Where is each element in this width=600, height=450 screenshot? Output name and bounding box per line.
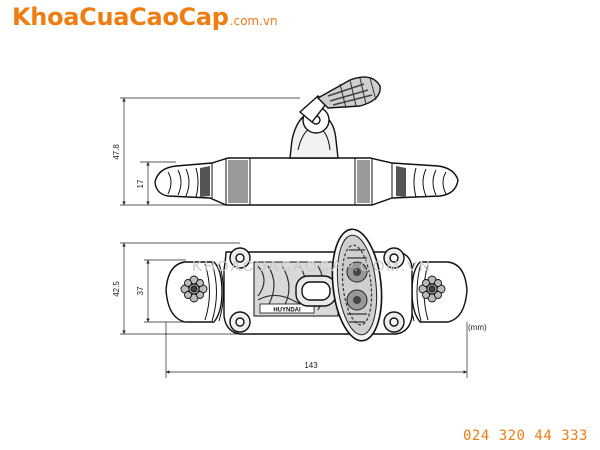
dim-side-base-height: 17 — [136, 179, 145, 188]
brand-logo: KhoaCuaCaoCap .com.vn — [12, 3, 278, 33]
phone-number: 024 320 44 333 — [462, 428, 588, 444]
product-label: HUYNDAI — [273, 308, 301, 314]
side-view — [154, 76, 459, 206]
dim-unit: (mm) — [468, 323, 487, 332]
dim-total-length: 143 — [304, 361, 318, 370]
gear-icon — [331, 228, 383, 342]
dim-top-inner-height: 37 — [136, 286, 145, 295]
dim-top-total-height: 42.5 — [112, 281, 121, 297]
brand-domain: .com.vn — [229, 14, 278, 28]
brand-name: KhoaCuaCaoCap — [12, 3, 229, 31]
rosette-icon — [180, 275, 208, 303]
top-dimensions — [120, 242, 468, 378]
rosette-icon — [418, 275, 446, 303]
key-icon — [316, 76, 381, 109]
side-dimensions — [120, 97, 300, 206]
dim-side-total-height: 47.8 — [112, 144, 121, 160]
watermark: KHOACUACAOCAP.COM.VN — [192, 258, 432, 275]
